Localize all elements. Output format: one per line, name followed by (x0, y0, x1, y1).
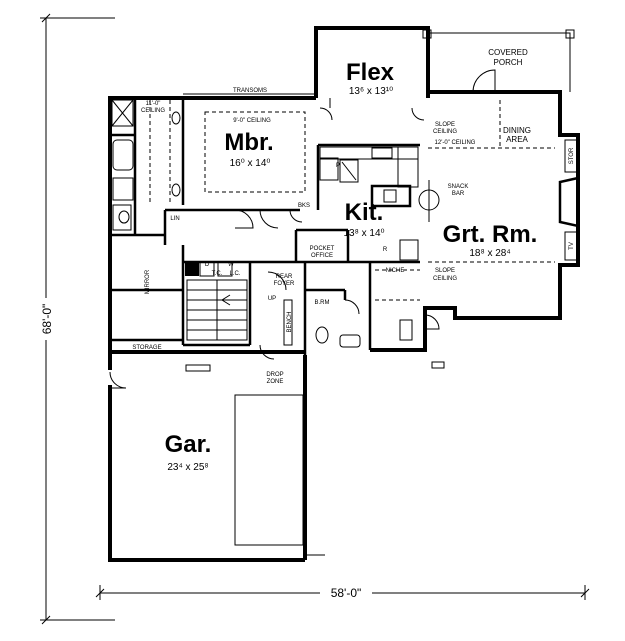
depth-dimension: 68'-0" (40, 304, 54, 335)
room-gar-name: Gar. (165, 431, 212, 458)
room-kit-name: Kit. (345, 199, 384, 226)
label-snack-2: BAR (452, 191, 465, 197)
label-slope-top: SLOPE (435, 122, 455, 128)
label-drop-zone-2: ZONE (267, 379, 284, 385)
room-kit-size: 13⁸ x 14⁰ (343, 228, 384, 239)
covered-porch-label: COVERED (488, 48, 528, 57)
label-slope-bot-2: CEILING (433, 276, 457, 282)
label-bench: BENCH (287, 311, 293, 332)
label-bks: BKS (298, 203, 310, 209)
label-dryer: D (205, 262, 210, 268)
label-dining: DINING (503, 126, 531, 135)
room-grt-size: 18⁸ x 28⁴ (469, 248, 510, 259)
depth-label-bg (33, 298, 59, 340)
label-lc: L.C. (229, 271, 240, 277)
label-ceiling-12: 12'-0" CEILING (435, 140, 476, 146)
label-tv: TV (569, 242, 575, 250)
label-washer: W (228, 262, 234, 268)
covered-porch-label-2: PORCH (494, 58, 523, 67)
label-storage: STORAGE (132, 345, 161, 351)
label-pocket-2: OFFICE (311, 253, 333, 259)
room-flex-size: 13⁶ x 13¹⁰ (349, 86, 393, 97)
label-snack: SNACK (448, 184, 469, 190)
label-refrig: R (383, 247, 388, 253)
label-pocket: POCKET (310, 246, 335, 252)
label-tc: T.C. (212, 271, 223, 277)
label-ceiling-11: 11'-0" (146, 101, 161, 107)
room-mbr-name: Mbr. (224, 129, 273, 156)
width-label-bg (320, 586, 372, 600)
label-niche: NICHE (386, 268, 405, 274)
room-mbr-size: 16⁰ x 14⁰ (230, 158, 271, 169)
label-stor: STOR (569, 147, 575, 164)
width-dimension: 58'-0" (331, 586, 362, 600)
interior-walls (108, 98, 420, 355)
label-up: UP (268, 296, 276, 302)
exterior-walls (108, 26, 580, 562)
label-drop-zone: DROP (266, 372, 283, 378)
label-lin: LIN (170, 216, 179, 222)
label-slope-bot: SLOPE (435, 268, 455, 274)
covered-porch (422, 28, 575, 93)
label-rear-foyer-2: FOYER (274, 281, 295, 287)
label-rear-foyer: REAR (276, 274, 293, 280)
label-ceiling-9: 9'-0" CEILING (233, 118, 271, 124)
room-flex-name: Flex (346, 59, 395, 86)
label-ceiling-11b: CEILING (141, 108, 165, 114)
label-mirror: MIRROR (145, 269, 151, 294)
label-dining-2: AREA (506, 135, 528, 144)
label-slope-top-2: CEILING (433, 129, 457, 135)
room-gar-size: 23⁴ x 25⁸ (167, 462, 208, 473)
room-grt-name: Grt. Rm. (443, 221, 538, 248)
label-bath: B.RM (315, 300, 330, 306)
fixtures (109, 93, 580, 556)
label-transoms: TRANSOMS (233, 88, 267, 94)
label-pantry: P (336, 163, 340, 169)
